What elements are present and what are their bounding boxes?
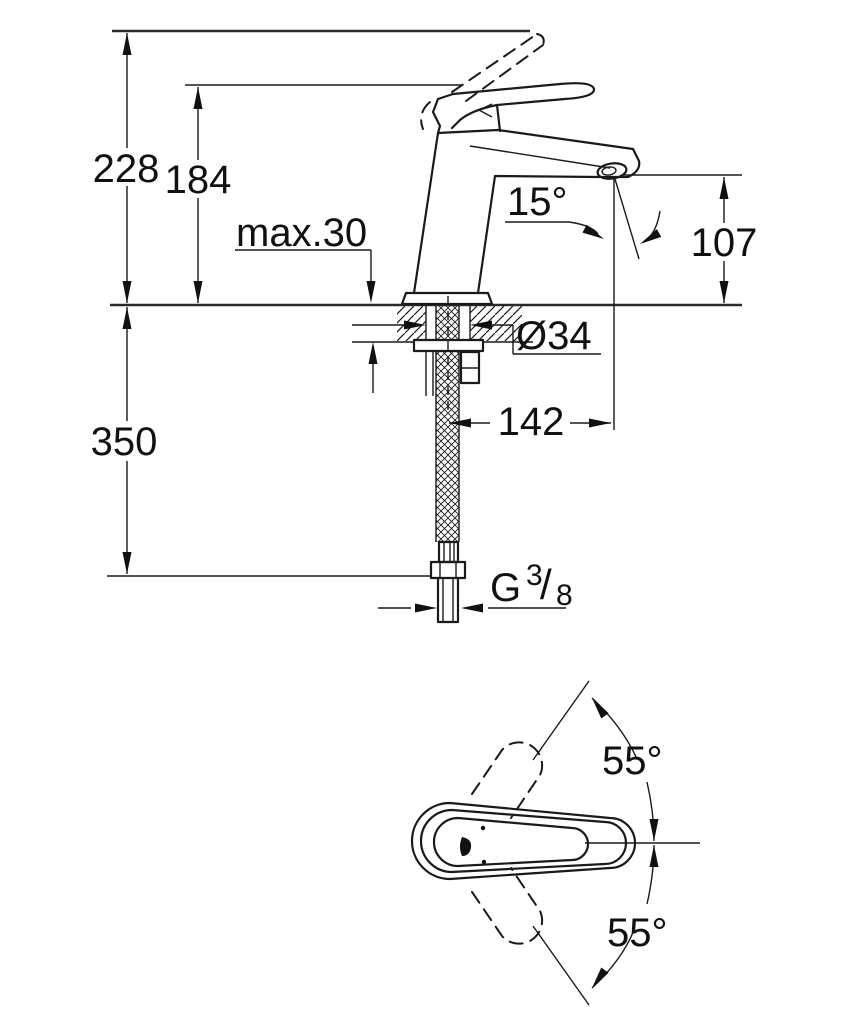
leader-line [235, 249, 372, 299]
raised-lever-dashed-top [451, 33, 538, 93]
hose-braid [436, 351, 459, 542]
thread-label-numerator: 3 [526, 559, 543, 592]
dim-label-55-bottom: 55° [607, 911, 668, 955]
shank-edges [435, 306, 460, 340]
dim-label-228: 228 [93, 147, 160, 191]
arrow-up [122, 307, 132, 329]
lever-handle [420, 33, 596, 135]
dim-label-350: 350 [91, 420, 158, 464]
ferrule-ribs [443, 542, 455, 562]
arrow-left [470, 320, 492, 330]
dim-label-55-top: 55° [602, 739, 663, 783]
arrow-right [404, 320, 426, 330]
extension-line [532, 925, 590, 1006]
arrow-left [449, 418, 471, 428]
handle-plan [410, 801, 700, 881]
lever-outline [450, 82, 596, 130]
supply-hose [429, 351, 467, 624]
mounting-stud [425, 352, 434, 396]
faucet-body [400, 128, 641, 306]
handle-dot-bottom [481, 859, 487, 865]
dim-label-15deg: 15° [507, 180, 568, 224]
dim-total-height: 228 [93, 33, 160, 303]
raised-lever-dashed-tip [536, 33, 545, 46]
arrow-down [366, 281, 376, 303]
arrow-lower [592, 967, 609, 988]
handle-dot-top [480, 825, 486, 831]
dim-mounting-thickness: max.30 [235, 211, 378, 393]
dim-swivel-bottom: 55° [532, 844, 668, 1006]
dim-stream-angle: 15° [505, 180, 662, 244]
arrow-lower [649, 819, 659, 841]
dim-label-max30: max.30 [236, 211, 367, 255]
arrow-up [368, 342, 378, 364]
spout-bevel-line [469, 145, 611, 169]
aerator-inner [601, 166, 617, 176]
handle-swivel-positions [471, 741, 544, 945]
top-view: 55° 55° [410, 680, 700, 1006]
thread-label-slash: / [540, 561, 552, 608]
pipe-walls [442, 578, 454, 622]
dim-spout-reach: 142 [449, 400, 611, 444]
connection-pipe [436, 576, 460, 624]
shank-thread [436, 306, 459, 340]
arrow-down [719, 281, 729, 303]
arrow-up [719, 177, 729, 199]
handle-dashed-down [471, 867, 544, 945]
dim-swivel-top: 55° [532, 680, 663, 842]
arrow-down [122, 281, 132, 303]
arrow-up [193, 87, 203, 109]
stream-lines [613, 178, 640, 430]
arrow-up [122, 33, 132, 55]
dim-outlet-height: 107 [691, 177, 758, 303]
arrow-upper [592, 698, 609, 719]
arrow-arc [640, 229, 662, 244]
dim-label-107: 107 [691, 221, 758, 265]
dim-label-184: 184 [165, 158, 232, 202]
thread-label-denominator: 8 [556, 579, 573, 612]
dim-hose-length: 350 [91, 307, 158, 574]
dim-label-o34: Ø34 [516, 314, 592, 358]
dim-hole-diameter: Ø34 [352, 314, 601, 358]
arrow-to-stream [582, 224, 604, 239]
aerator [596, 162, 628, 180]
body-outline [412, 128, 641, 295]
lever-neck-right [495, 103, 502, 133]
handle-dashed-up [471, 741, 544, 819]
extension-line [532, 680, 590, 761]
arrow-right [415, 603, 437, 613]
handle-mid-outline [419, 808, 628, 874]
hose-ferrule [437, 540, 460, 564]
hex-nut-facets [439, 562, 457, 578]
arrow-left [461, 603, 483, 613]
dim-lever-height: 184 [165, 87, 232, 303]
handle-top-surface [432, 816, 590, 868]
lever-neck-left [431, 92, 455, 135]
hose-edges [435, 351, 460, 542]
arrow-down [193, 281, 203, 303]
right-leader [491, 324, 601, 355]
handle-outer-outline [410, 801, 637, 881]
thread-label-g: G [490, 566, 521, 610]
arrow-upper [649, 845, 659, 867]
handle-logo-mark [460, 837, 472, 856]
dim-thread-size: G 3 / 8 [378, 559, 573, 613]
angled-stream-line [614, 178, 640, 260]
raised-lever-dashed-bottom [465, 44, 544, 102]
dim-label-142: 142 [498, 400, 565, 444]
arrow-right [589, 418, 611, 428]
lever-detail-mark [477, 103, 493, 118]
hex-nut [429, 560, 467, 580]
base-flange [400, 291, 494, 306]
arrow-down [122, 552, 132, 574]
front-view: 228 184 350 107 max.3 [91, 29, 758, 624]
swung-lever-dashed-arc [420, 101, 431, 130]
hole-edges [425, 306, 471, 341]
